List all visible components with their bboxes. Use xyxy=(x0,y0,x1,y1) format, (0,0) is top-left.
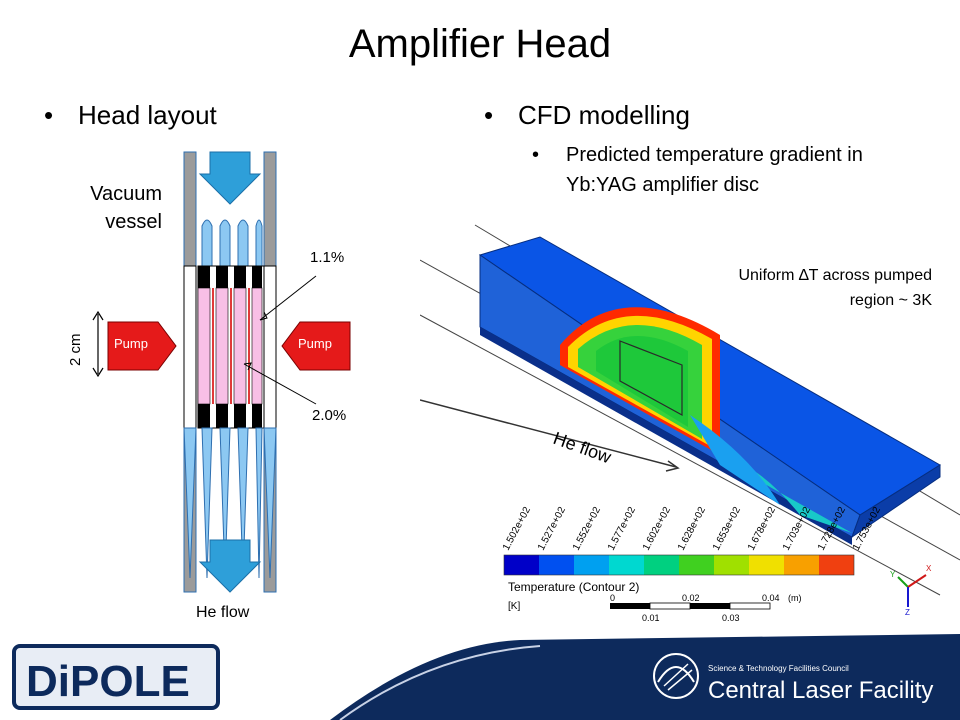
annotation-line1: Uniform ∆T across pumped xyxy=(738,267,932,284)
vacuum-line1: Vacuum xyxy=(90,183,162,205)
bullet-head-layout-text: Head layout xyxy=(78,100,217,130)
colorbar-tick-label: 1.577e+02 xyxy=(606,505,638,553)
colorbar-tick-label: 1.502e+02 xyxy=(501,505,533,553)
footer-bar: DiPOLE Science & Technology Facilities C… xyxy=(0,634,960,720)
temperature-contours xyxy=(560,307,852,533)
sub-bullet: • Predicted temperature gradient in Yb:Y… xyxy=(532,140,863,200)
footer-navy-band xyxy=(330,634,960,720)
scale-label-0: 0 xyxy=(610,593,615,603)
org-facility-text: Central Laser Facility xyxy=(708,677,933,704)
pointer-top xyxy=(259,275,317,321)
dipole-logo-box xyxy=(12,644,220,710)
flow-arrow-top xyxy=(198,151,262,205)
axis-y: Y xyxy=(890,570,896,579)
scale-label-004: 0.04 xyxy=(762,593,780,603)
uniform-dt-annotation: Uniform ∆T across pumped region ~ 3K xyxy=(640,263,932,313)
org-council-text: Science & Technology Facilities Council xyxy=(708,664,849,673)
sub-bullet-line1: Predicted temperature gradient in xyxy=(566,144,863,166)
scale-label-003: 0.03 xyxy=(722,613,740,623)
pointer-bottom xyxy=(243,363,317,405)
flow-arrow-bottom xyxy=(198,539,262,593)
colorbar xyxy=(503,554,855,576)
stfc-emblem-icon xyxy=(653,653,699,699)
scale-unit: (m) xyxy=(788,593,802,603)
axis-z: Z xyxy=(905,608,910,617)
head-layout-diagram: Pump Pump 2 cm 1.1% 2.0% xyxy=(67,151,351,593)
bullet-cfd-modelling: •CFD modelling xyxy=(484,100,690,130)
pct-top-label: 1.1% xyxy=(310,249,344,266)
colorbar-tick-label: 1.602e+02 xyxy=(641,505,673,553)
axis-x: X xyxy=(926,564,932,573)
colorbar-title: Temperature (Contour 2) xyxy=(508,580,639,594)
dimension-label: 2 cm xyxy=(67,333,84,366)
bottom-vanes xyxy=(183,427,277,579)
amplifier-discs xyxy=(197,265,265,429)
pump-right xyxy=(281,321,351,371)
annotation-line2: region ~ 3K xyxy=(849,292,932,309)
bullet-cfd-modelling-text: CFD modelling xyxy=(518,100,690,130)
scale-labels: 0 0.02 0.04 (m) 0.01 0.03 xyxy=(610,593,802,623)
pump-left xyxy=(107,321,177,371)
axis-triad: Y X Z xyxy=(890,564,932,617)
scale-label-002: 0.02 xyxy=(682,593,700,603)
colorbar-tick-label: 1.678e+02 xyxy=(746,505,778,553)
top-vanes xyxy=(201,219,263,267)
he-flow-right-label: He flow xyxy=(551,428,615,468)
vacuum-vessel-label: Vacuum vessel xyxy=(66,180,162,236)
dimension-arrow xyxy=(92,310,104,378)
scale-bar xyxy=(610,602,771,610)
window-left xyxy=(183,265,197,429)
colorbar-tick-label: 1.628e+02 xyxy=(676,505,708,553)
bullet-head-layout: •Head layout xyxy=(44,100,217,130)
slide-title: Amplifier Head xyxy=(348,22,612,66)
he-flow-left-label: He flow xyxy=(196,604,250,621)
colorbar-tick-label: 1.653e+02 xyxy=(711,505,743,553)
sub-bullet-line2: Yb:YAG amplifier disc xyxy=(566,174,760,196)
pump-left-label: Pump xyxy=(114,336,148,351)
window-right xyxy=(263,265,277,429)
pump-right-label: Pump xyxy=(298,336,332,351)
colorbar-tick-label: 1.527e+02 xyxy=(536,505,568,553)
scale-label-001: 0.01 xyxy=(642,613,660,623)
he-flow-arrow xyxy=(420,399,677,468)
pct-bottom-label: 2.0% xyxy=(312,407,346,424)
vacuum-line2: vessel xyxy=(105,211,162,233)
dipole-logo-text: DiPOLE xyxy=(26,657,190,706)
colorbar-tick-label: 1.552e+02 xyxy=(571,505,603,553)
colorbar-unit: [K] xyxy=(508,601,520,612)
